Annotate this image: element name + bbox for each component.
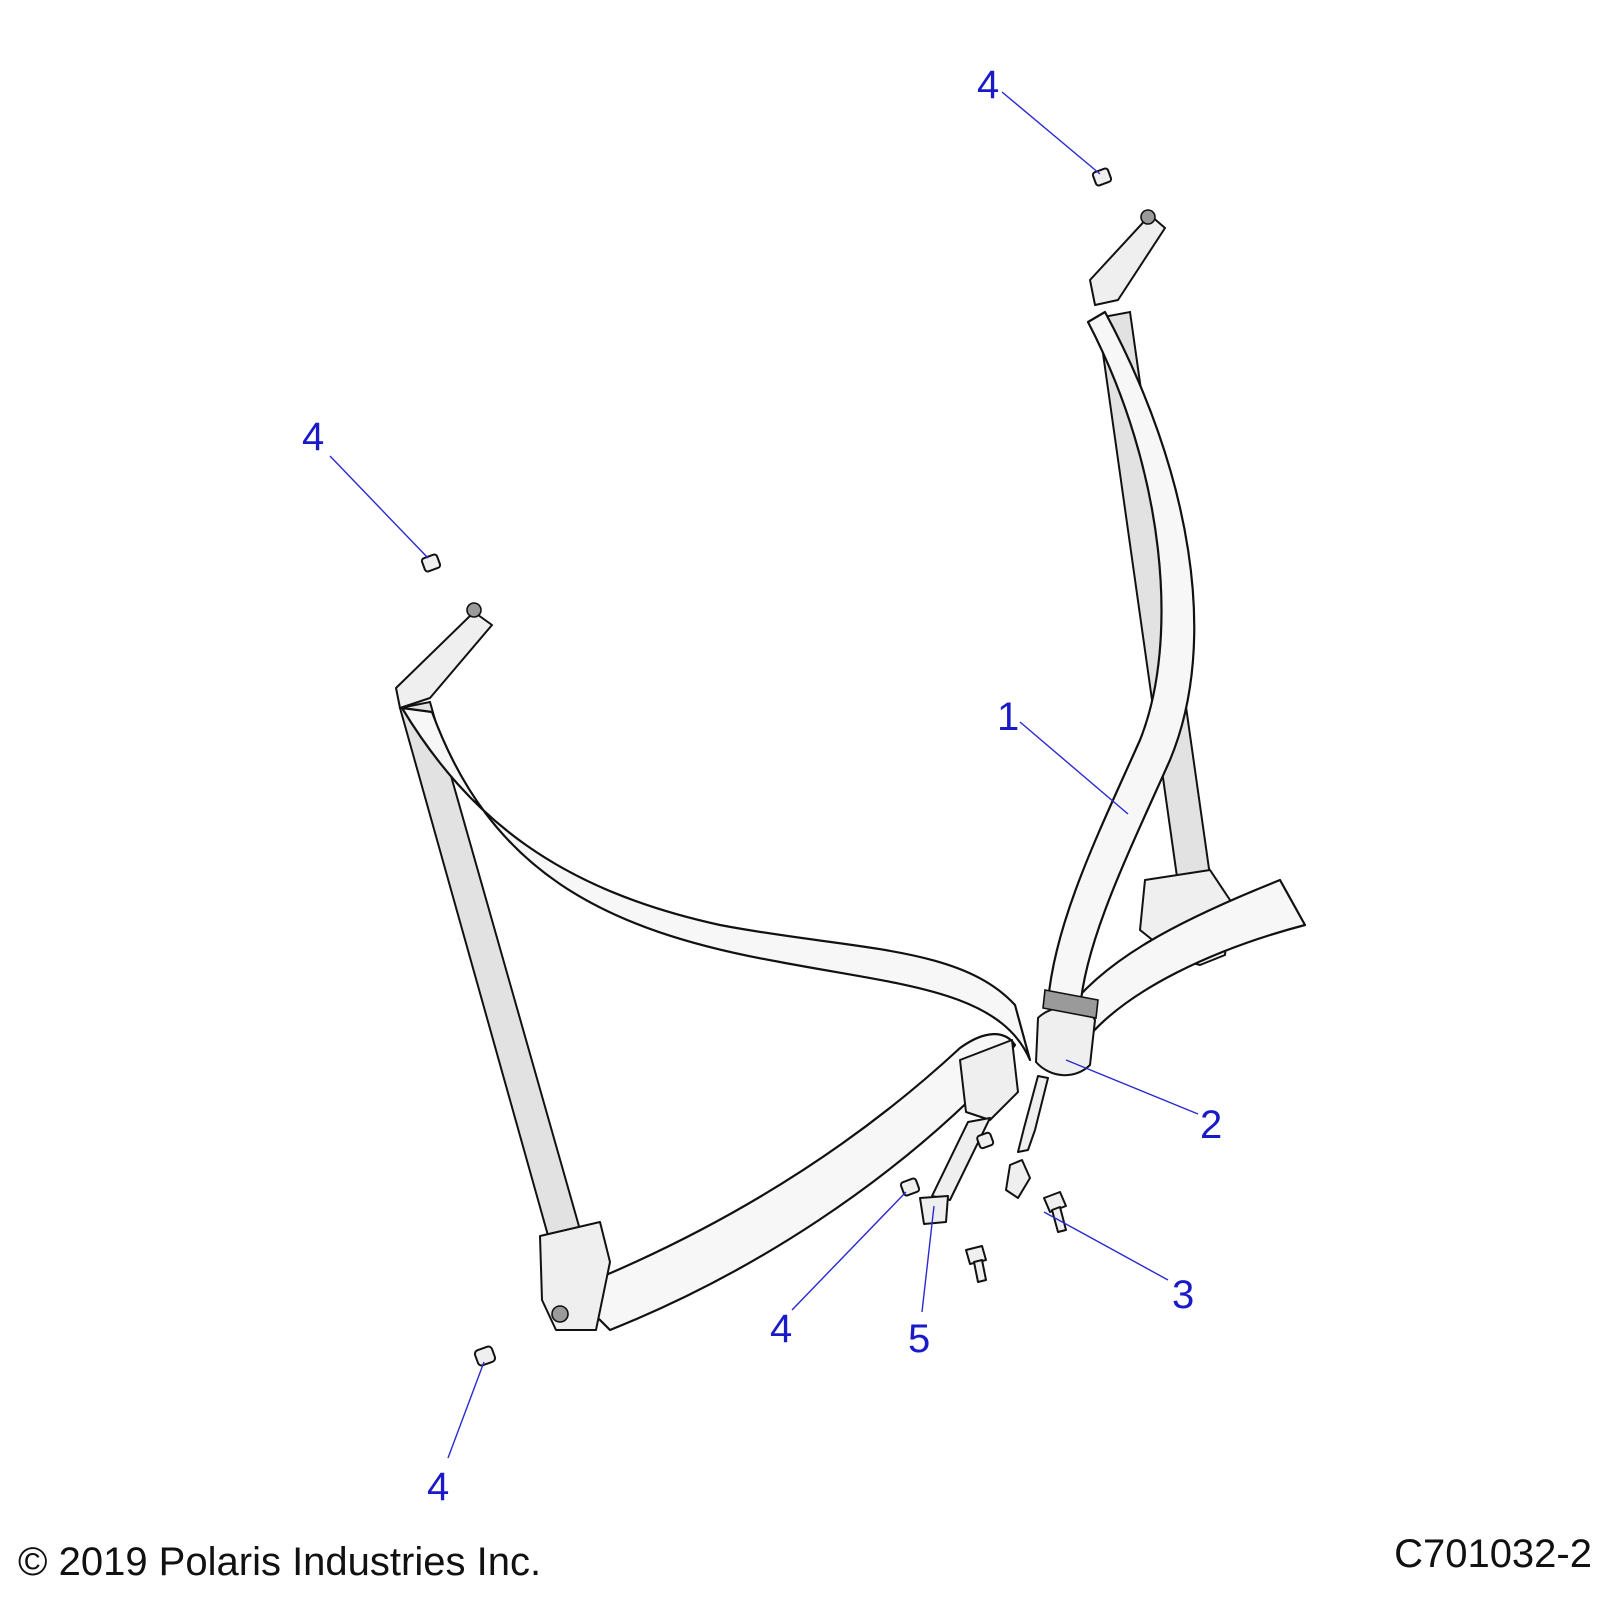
bolt-part-b xyxy=(965,1245,987,1283)
callout-buckle: 2 xyxy=(1200,1103,1222,1147)
bolt-part-a xyxy=(1043,1191,1067,1233)
leader-lines xyxy=(329,91,1199,1459)
copyright-text: © 2019 Polaris Industries Inc. xyxy=(18,1540,542,1584)
left-belt-assembly xyxy=(395,602,1032,1332)
callout-belt-assembly: 1 xyxy=(997,695,1019,739)
callout-nut-bottom-left: 4 xyxy=(427,1465,449,1509)
callout-nut-top-left: 4 xyxy=(302,415,324,459)
right-belt-assembly xyxy=(1005,209,1307,1199)
hardware xyxy=(420,167,1113,1367)
nut-mid-part xyxy=(976,1131,995,1150)
nut-bottom-left-part xyxy=(473,1345,497,1367)
callout-bolt: 3 xyxy=(1172,1273,1194,1317)
callout-nut-top-right: 4 xyxy=(977,63,999,107)
callout-labels: 4 4 1 2 3 4 5 4 xyxy=(302,63,1222,1509)
callout-nut-center: 4 xyxy=(770,1307,792,1351)
drawing-number: C701032-2 xyxy=(1394,1532,1592,1576)
callout-buckle-cable: 5 xyxy=(908,1317,930,1361)
nut-center-part xyxy=(899,1177,921,1197)
nut-top-left-part xyxy=(420,553,442,573)
